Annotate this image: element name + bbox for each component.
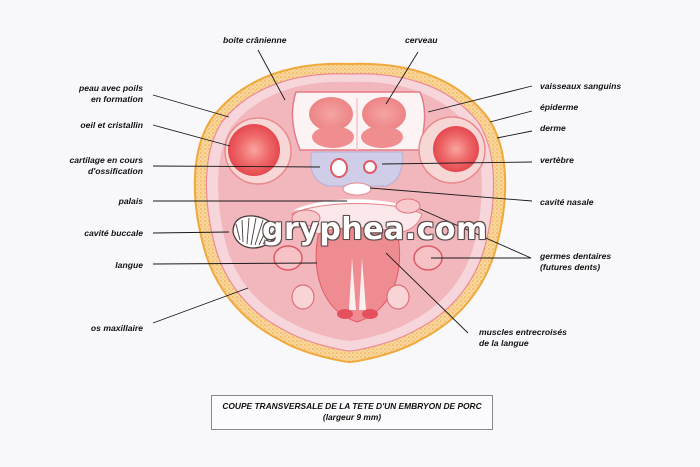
eyes: [224, 116, 486, 185]
gryphea-logo-icon: [232, 215, 278, 249]
label-cartilage: cartilage en cours d'ossification: [69, 155, 143, 176]
label-derme: derme: [540, 123, 566, 133]
label-boite-cranienne: boite crânienne: [223, 35, 287, 45]
label-oeil: oeil et cristallin: [80, 120, 143, 130]
label-peau: peau avec poils en formation: [78, 83, 143, 104]
cranial-cavity: [291, 91, 426, 151]
caption-box: COUPE TRANSVERSALE DE LA TETE D'UN EMBRY…: [211, 395, 493, 430]
caption-subtitle: (largeur 9 mm): [322, 412, 382, 422]
cartilage-vertebra: [310, 151, 403, 196]
label-cerveau: cerveau: [405, 35, 438, 45]
label-os-maxillaire: os maxillaire: [90, 323, 143, 333]
tooth-germs: [273, 245, 443, 310]
oral-cavity: [290, 198, 423, 237]
tongue: [315, 227, 401, 323]
caption-title: COUPE TRANSVERSALE DE LA TETE D'UN EMBRY…: [222, 401, 482, 411]
leader-lines: [152, 49, 533, 334]
label-cavite-nasale: cavité nasale: [540, 197, 594, 207]
label-epiderme: épiderme: [540, 102, 579, 112]
label-palais: palais: [118, 196, 143, 206]
watermark: gryphea.com: [262, 212, 488, 247]
label-vertebre: vertèbre: [540, 155, 574, 165]
label-germes: germes dentaires (futures dents): [540, 251, 612, 272]
label-langue: langue: [115, 260, 143, 270]
label-vaisseaux: vaisseaux sanguins: [540, 81, 622, 91]
label-cavite-buccale: cavité buccale: [84, 228, 143, 238]
label-muscles: muscles entrecroisés de la langue: [479, 327, 567, 348]
